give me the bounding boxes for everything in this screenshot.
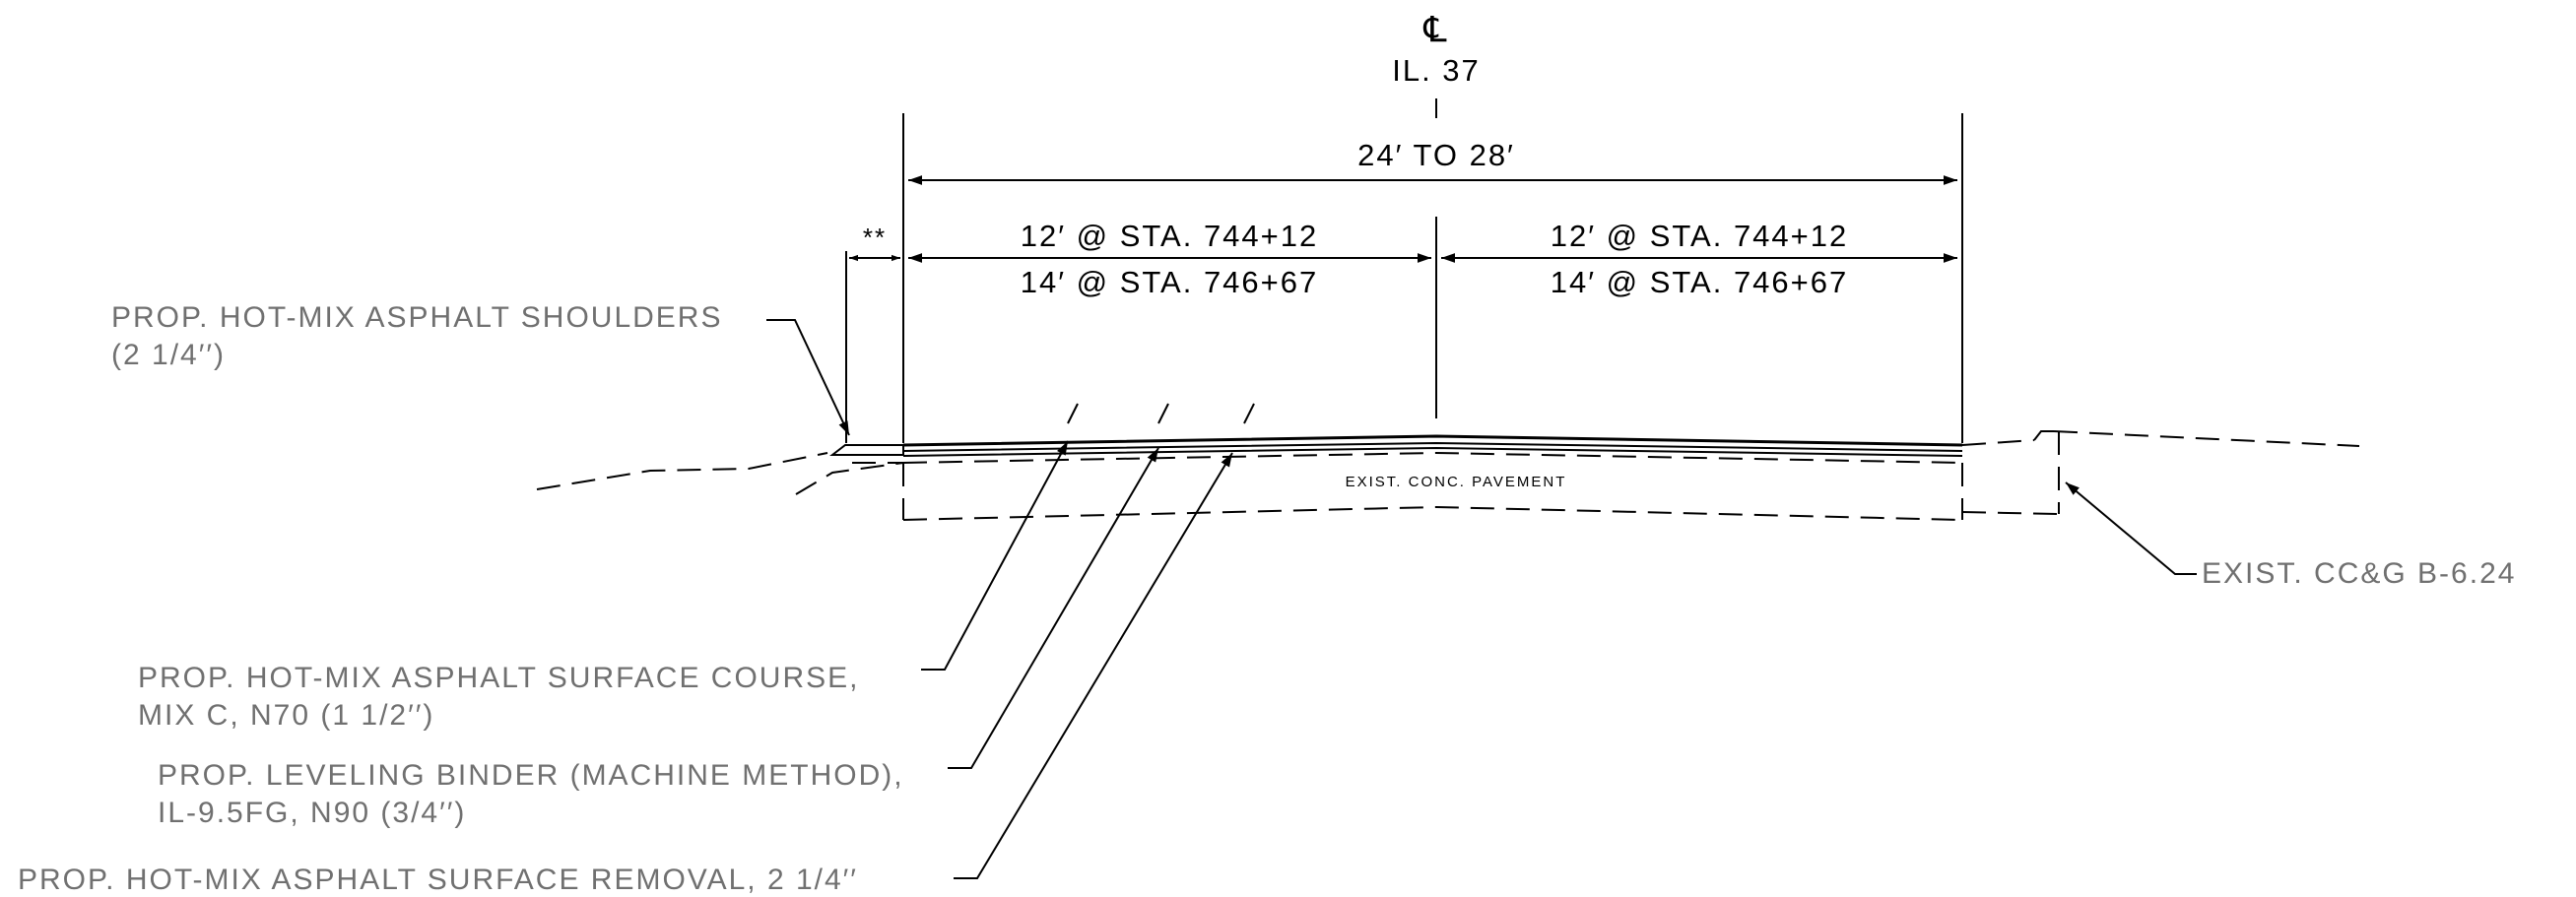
- shoulder-dimension-text: **: [863, 223, 887, 252]
- leader-shoulders: [766, 319, 850, 436]
- label-shoulders-line1: PROP. HOT-MIX ASPHALT SHOULDERS: [111, 301, 723, 334]
- label-surface-course-line1: PROP. HOT-MIX ASPHALT SURFACE COURSE,: [138, 662, 860, 694]
- proposed-removal-line: [902, 446, 1963, 457]
- existing-pavement-top: [902, 451, 1963, 464]
- dimension-overall-text: 24′ TO 28′: [1357, 138, 1515, 172]
- label-surface-removal: PROP. HOT-MIX ASPHALT SURFACE REMOVAL, 2…: [18, 864, 858, 896]
- existing-ground-left: [536, 452, 828, 490]
- proposed-shoulder: [829, 444, 904, 456]
- existing-pavement-label: EXIST. CONC. PAVEMENT: [1346, 474, 1567, 490]
- leader-surface-course: [921, 440, 1069, 671]
- centerline-symbol: ℄: [1422, 9, 1448, 49]
- left-lane-width-top: 12′ @ STA. 744+12: [1021, 219, 1319, 253]
- existing-gutter-line: [1961, 439, 2035, 446]
- label-surface-course-line2: MIX C, N70 (1 1/2′′): [138, 699, 434, 732]
- right-lane-width-bottom: 14′ @ STA. 746+67: [1551, 265, 1849, 299]
- existing-curb-top: [2033, 430, 2054, 441]
- callout-slash-surface: [1067, 403, 1079, 424]
- left-lane-width-bottom: 14′ @ STA. 746+67: [1021, 265, 1319, 299]
- label-curb-gutter: EXIST. CC&G B-6.24: [2202, 557, 2516, 590]
- existing-shoulder-base: [795, 462, 904, 495]
- existing-curb-base: [1961, 511, 2060, 515]
- proposed-surface-course: [902, 434, 1963, 447]
- leader-curb-gutter: [2065, 481, 2197, 575]
- label-leveling-binder-line2: IL-9.5FG, N90 (3/4′′): [158, 797, 466, 829]
- callout-slash-binder: [1157, 403, 1169, 424]
- leader-leveling-binder: [948, 447, 1159, 769]
- right-lane-width-top: 12′ @ STA. 744+12: [1551, 219, 1849, 253]
- label-shoulders-line2: (2 1/4′′): [111, 339, 226, 371]
- label-leveling-binder-line1: PROP. LEVELING BINDER (MACHINE METHOD),: [158, 759, 904, 792]
- existing-ground-right: [2053, 430, 2360, 447]
- proposed-leveling-binder: [902, 441, 1963, 452]
- centerline-route: IL. 37: [1392, 53, 1481, 88]
- callout-slash-removal: [1243, 403, 1255, 424]
- leader-surface-removal: [954, 452, 1233, 879]
- existing-pavement-bottom: [902, 505, 1963, 521]
